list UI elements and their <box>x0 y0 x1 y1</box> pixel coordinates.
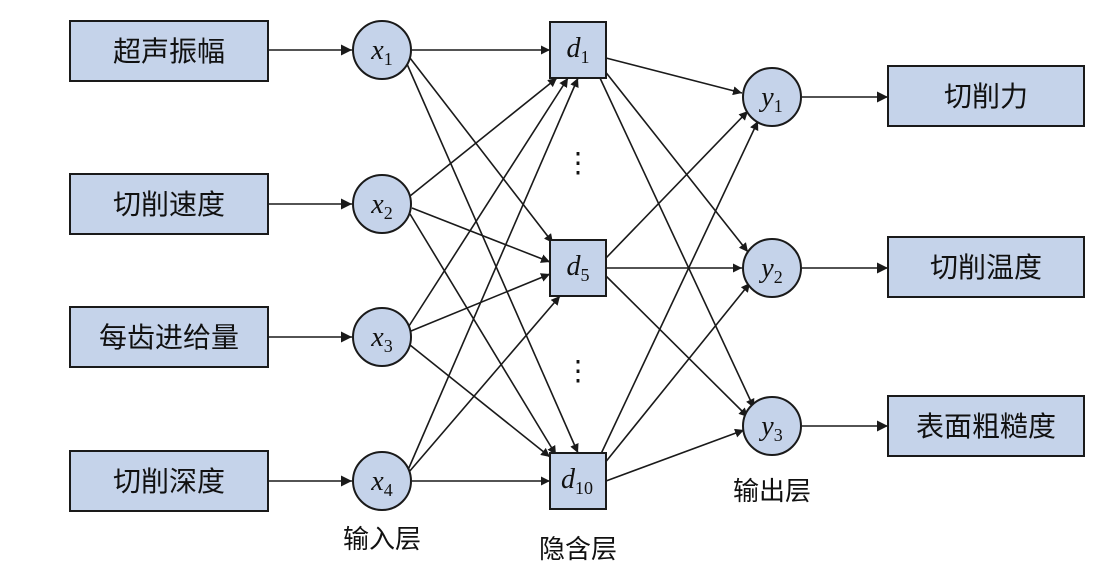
edge-x3-d10 <box>409 344 551 458</box>
input-feature-box: 切削速度 <box>69 173 269 235</box>
hidden-node-label: d10 <box>561 464 593 498</box>
edge-x1-d5 <box>409 57 554 244</box>
output-node: y2 <box>742 238 802 298</box>
input-feature-label: 切削深度 <box>113 465 225 498</box>
hidden-node: d1 <box>549 21 607 79</box>
connection-edges <box>268 44 888 487</box>
hidden-node-label: d1 <box>567 33 590 67</box>
input-feature-box: 超声振幅 <box>69 20 269 82</box>
input-node-label: x1 <box>370 35 392 69</box>
edge-d5-y3 <box>605 275 749 418</box>
hidden-layer-label: 隐含层 <box>539 535 617 565</box>
edge-x1-d10 <box>406 63 579 454</box>
input-node: x1 <box>352 20 412 80</box>
input-layer-label: 输入层 <box>343 525 421 555</box>
hidden-ellipsis-lower: ⋮ <box>564 356 592 387</box>
edge-d5-y1 <box>605 110 749 259</box>
output-target-label: 切削力 <box>944 80 1028 113</box>
input-node-label: x2 <box>370 189 392 223</box>
input-node-label: x3 <box>370 322 392 356</box>
output-target-box: 切削温度 <box>887 236 1085 298</box>
output-target-label: 切削温度 <box>930 251 1042 284</box>
input-feature-label: 切削速度 <box>113 188 225 221</box>
input-node: x3 <box>352 307 412 367</box>
edge-x2-d5 <box>411 207 551 263</box>
hidden-node-label: d5 <box>567 251 590 285</box>
output-target-box: 切削力 <box>887 65 1085 127</box>
hidden-node: d10 <box>549 452 607 510</box>
edge-d1-y1 <box>605 57 743 96</box>
output-node: y3 <box>742 396 802 456</box>
output-node: y1 <box>742 67 802 127</box>
edge-d10-y3 <box>605 428 745 482</box>
edge-d1-y2 <box>603 69 749 253</box>
edge-x2-d1 <box>409 77 558 197</box>
output-target-box: 表面粗糙度 <box>887 395 1085 457</box>
edge-x4-d1 <box>407 77 579 471</box>
output-node-label: y3 <box>758 411 782 445</box>
edge-d1-y3 <box>599 77 755 409</box>
input-feature-box: 切削深度 <box>69 450 269 512</box>
output-node-label: y1 <box>758 82 782 116</box>
hidden-ellipsis-upper: ⋮ <box>564 148 592 179</box>
edge-d10-y2 <box>603 282 751 465</box>
edge-x4-d5 <box>408 295 561 473</box>
input-feature-box: 每齿进给量 <box>69 306 269 368</box>
output-node-label: y2 <box>758 253 782 287</box>
input-node-label: x4 <box>370 466 392 500</box>
input-feature-label: 每齿进给量 <box>99 321 239 354</box>
input-node: x4 <box>352 451 412 511</box>
output-layer-label: 输出层 <box>733 477 811 507</box>
edge-d10-y1 <box>599 120 759 457</box>
edge-x2-d10 <box>409 213 557 456</box>
hidden-node: d5 <box>549 239 607 297</box>
output-target-label: 表面粗糙度 <box>916 410 1056 443</box>
edge-x3-d1 <box>408 77 569 327</box>
input-node: x2 <box>352 174 412 234</box>
input-feature-label: 超声振幅 <box>113 35 225 68</box>
